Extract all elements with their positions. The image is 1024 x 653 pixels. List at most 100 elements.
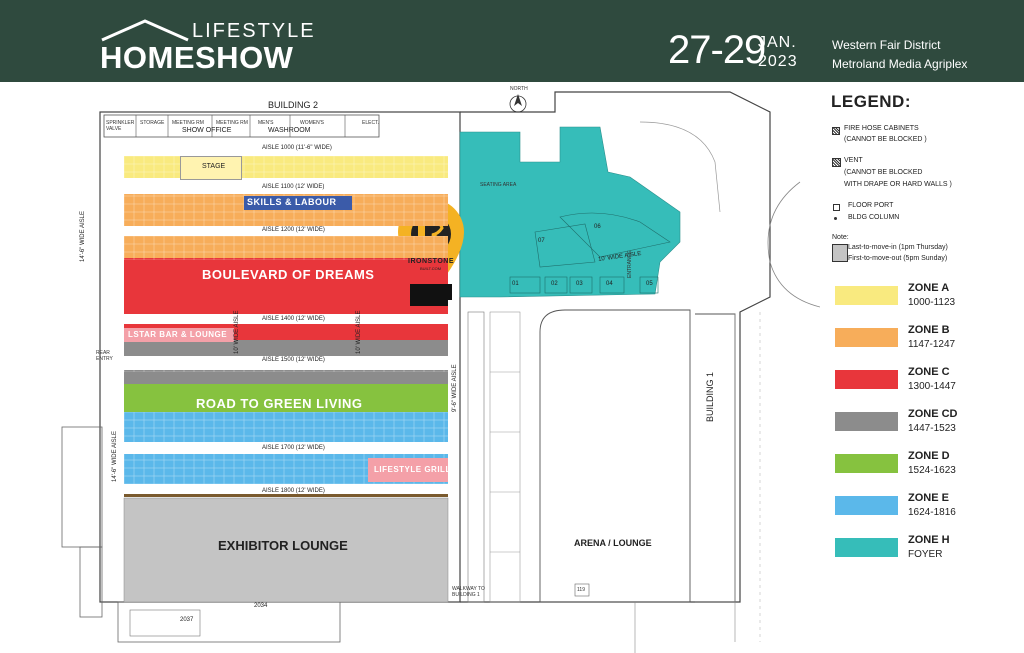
stage-area: [180, 156, 242, 180]
rear-entry-label: REAR ENTRY: [96, 350, 113, 362]
exhibitor-lounge-label: EXHIBITOR LOUNGE: [218, 538, 348, 553]
west-aisle-label: 14'-6" WIDE AISLE: [80, 211, 86, 262]
show-month: JAN.: [758, 34, 797, 51]
lstar-bar-banner: LSTAR BAR & LOUNGE: [128, 330, 228, 339]
stage-label: STAGE: [202, 163, 226, 170]
aisle-1400-label: AISLE 1400 (12' WIDE): [262, 316, 325, 322]
zone-c-area: [124, 258, 448, 314]
boulevard-of-dreams-banner: BOULEVARD OF DREAMS: [202, 267, 375, 282]
header-bar: LIFESTYLE HOMESHOW 27-29 JAN. 2023 Weste…: [0, 0, 1024, 82]
ironstone-sub-text: BUILT.COM: [420, 266, 442, 271]
zone-b-range: 1147-1247: [908, 339, 956, 350]
legend-title: LEGEND:: [831, 92, 911, 111]
zone-cd-swatch: [835, 412, 898, 431]
zone-h-range: FOYER: [908, 549, 943, 560]
foyer-booth-02: 02: [551, 281, 558, 287]
show-logo: LIFESTYLE HOMESHOW: [100, 18, 314, 75]
elect-label: ELECT.: [362, 120, 379, 126]
venue-line-1: Western Fair District: [832, 38, 941, 52]
meeting-room-1-label: MEETING RM: [172, 120, 204, 126]
floor-port-label: FLOOR PORT: [848, 202, 894, 209]
east-aisle-label: 9'-6" WIDE AISLE: [452, 364, 458, 412]
booth-2034: 2034: [254, 603, 268, 609]
show-office-label: SHOW OFFICE: [182, 127, 232, 134]
mid-aisle-1-label: 10' WIDE AISLE: [234, 310, 240, 355]
logo-lifestyle-text: LIFESTYLE: [192, 20, 316, 42]
floor-port-icon: [833, 204, 840, 211]
zone-c-range: 1300-1447: [908, 381, 956, 392]
show-dates: 27-29: [668, 28, 766, 72]
house-roof-icon: [101, 19, 189, 42]
fire-hose-label: FIRE HOSE CABINETS: [844, 125, 919, 132]
arena-lounge-label: ARENA / LOUNGE: [574, 538, 652, 548]
map-legend: LEGEND: FIRE HOSE CABINETS (CANNOT BE BL…: [828, 92, 1024, 652]
zone-b-swatch: [835, 328, 898, 347]
zone-e-name: ZONE E: [908, 492, 949, 504]
lifestyle-grill-banner: LIFESTYLE GRILL: [374, 465, 451, 474]
note-line-1: Last-to-move-in (1pm Thursday): [848, 244, 948, 251]
lstar-area: [124, 328, 234, 342]
washroom-label: WASHROOM: [268, 127, 311, 134]
aisle-1700-label: AISLE 1700 (12' WIDE): [262, 445, 325, 451]
aisle-1800-label: AISLE 1800 (12' WIDE): [262, 488, 325, 494]
building-2-label: BUILDING 2: [268, 100, 319, 110]
bldg-column-icon: [834, 217, 837, 220]
road-to-green-living-banner: ROAD TO GREEN LIVING: [196, 396, 363, 411]
sprinkler-valve-label: SPRINKLER VALVE: [106, 120, 135, 132]
walkway-label: WALKWAY TO BUILDING 1: [452, 586, 485, 598]
fire-hose-icon: [832, 127, 840, 135]
zone-b-name: ZONE B: [908, 324, 950, 336]
ironstone-logo-text: IRONSTONE: [408, 258, 454, 265]
booth-2037: 2037: [180, 617, 194, 623]
zone-cd-name: ZONE CD: [908, 408, 958, 420]
foyer-booth-05: 05: [646, 281, 653, 287]
foyer-booth-01: 01: [512, 281, 519, 287]
foyer-booth-07: 07: [538, 238, 545, 244]
note-line-2: First-to-move-out (5pm Sunday): [848, 255, 948, 262]
fire-hose-note: (CANNOT BE BLOCKED ): [844, 136, 927, 143]
vent-note-2: WITH DRAPE OR HARD WALLS ): [844, 181, 952, 188]
show-year: 2023: [758, 53, 798, 70]
bldg-column-label: BLDG COLUMN: [848, 214, 900, 221]
womens-label: WOMEN'S: [300, 120, 325, 126]
foyer-booth-03: 03: [576, 281, 583, 287]
ironstone-booth: [410, 284, 448, 306]
vent-note-1: (CANNOT BE BLOCKED: [844, 169, 923, 176]
zone-cd-range: 1447-1523: [908, 423, 956, 434]
aisle-1000-label: AISLE 1000 (11'-6" WIDE): [262, 145, 332, 151]
foyer-booth-04: 04: [606, 281, 613, 287]
venue-line-2: Metroland Media Agriplex: [832, 57, 968, 71]
west-aisle-label-2: 14'-6" WIDE AISLE: [112, 431, 118, 482]
zone-cd-area: [124, 340, 448, 356]
foyer-booth-06: 06: [594, 224, 601, 230]
skills-labour-banner: SKILLS & LABOUR: [247, 197, 337, 207]
zone-a-name: ZONE A: [908, 282, 950, 294]
move-in-swatch: [832, 244, 848, 262]
north-label: NORTH: [510, 86, 528, 92]
zone-d-swatch: [835, 454, 898, 473]
aisle-1500-label: AISLE 1500 (12' WIDE): [262, 357, 325, 363]
zone-d-name: ZONE D: [908, 450, 950, 462]
zone-cd-area-2: [124, 370, 448, 386]
floor-plan-map: BUILDING 2 NORTH SPRINKLER VALVE STORAGE…: [0, 82, 820, 653]
lifestyle-grill-area: [368, 458, 448, 482]
zone-d-area: [124, 384, 448, 412]
note-heading: Note:: [832, 234, 849, 241]
meeting-room-2-label: MEETING RM: [216, 120, 248, 126]
mid-aisle-2-label: 10' WIDE AISLE: [356, 310, 362, 355]
mens-label: MEN'S: [258, 120, 274, 126]
storage-label: STORAGE: [140, 120, 165, 126]
seating-area-label: SEATING AREA: [480, 182, 517, 188]
zone-a-range: 1000-1123: [908, 297, 956, 308]
zone-c-swatch: [835, 370, 898, 389]
zone-a-swatch: [835, 286, 898, 305]
zone-d-range: 1524-1623: [908, 465, 956, 476]
logo-homeshow-text: HOMESHOW: [100, 40, 294, 75]
aisle-1200-label: AISLE 1200 (12' WIDE): [262, 227, 325, 233]
entrance-label: ENTRANCE: [627, 250, 633, 278]
skills-labour-area: [244, 196, 352, 210]
zone-e-range: 1624-1816: [908, 507, 956, 518]
room-119: 119: [577, 587, 585, 593]
vent-label: VENT: [844, 157, 863, 164]
zone-c-name: ZONE C: [908, 366, 950, 378]
